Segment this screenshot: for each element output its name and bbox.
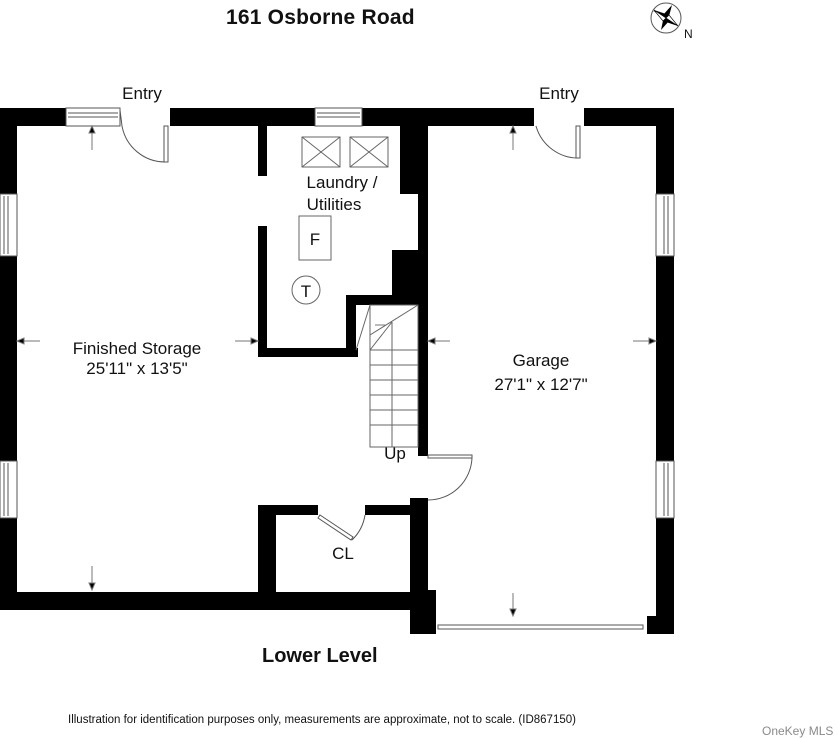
- compass-rose-icon: [650, 2, 682, 34]
- furnace-box: [298, 215, 332, 261]
- water-heater-circle: [291, 275, 321, 305]
- furnace-label: F: [310, 230, 320, 249]
- windows: [0, 107, 675, 630]
- stairs: [355, 304, 419, 448]
- room-label-finished-storage: Finished Storage: [73, 339, 202, 358]
- room-label-entry-right: Entry: [539, 84, 579, 103]
- doors: [119, 109, 581, 541]
- dimension-arrows: [15, 124, 658, 618]
- washer-dryer: [291, 136, 389, 305]
- disclaimer-text: Illustration for identification purposes…: [68, 714, 576, 726]
- room-label-closet: CL: [332, 544, 354, 563]
- room-dimensions-garage: 27'1" x 12'7": [494, 375, 587, 394]
- watermark: OneKey MLS: [762, 724, 834, 738]
- room-label-garage: Garage: [513, 351, 570, 370]
- room-label-utilities: Utilities: [307, 195, 362, 214]
- compass-north-label: N: [684, 27, 693, 41]
- walls: [0, 108, 674, 634]
- room-label-laundry: Laundry /: [307, 173, 378, 192]
- room-dimensions-finished-storage: 25'11" x 13'5": [86, 359, 187, 378]
- water-heater-label: T: [301, 282, 311, 301]
- page-title: 161 Osborne Road: [226, 6, 415, 29]
- stairs-up-label: Up: [384, 444, 406, 463]
- level-label: Lower Level: [262, 645, 378, 667]
- room-label-entry-left: Entry: [122, 84, 162, 103]
